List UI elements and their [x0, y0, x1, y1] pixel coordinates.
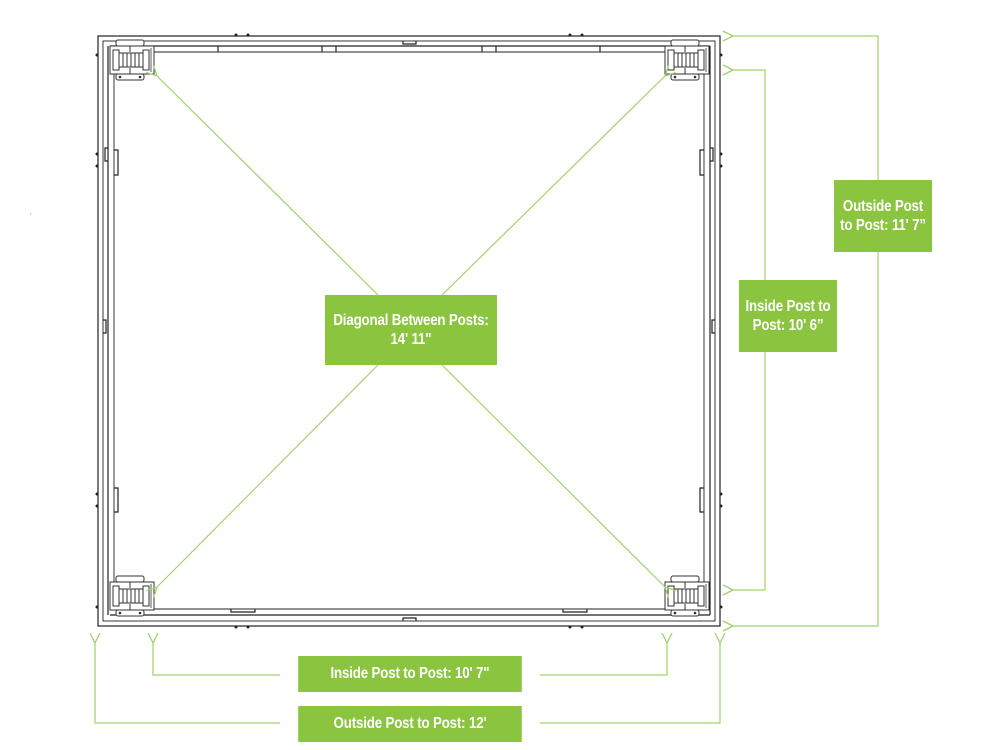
- right-inside-label-line1: Inside Post to: [745, 297, 831, 315]
- stray-mark: ': [30, 212, 32, 221]
- corner-post-bottom-left: [109, 575, 155, 617]
- diagonal-label-line1: Diagonal Between Posts:: [333, 311, 489, 329]
- right-outside-measurement-label: Outside Post to Post: 11' 7”: [833, 180, 933, 252]
- right-outside-label-line1: Outside Post: [842, 197, 924, 215]
- bottom-outside-measurement-label: Outside Post to Post: 12': [298, 706, 522, 742]
- bottom-inside-measurement-label: Inside Post to Post: 10' 7": [298, 656, 522, 692]
- corner-post-top-left: [109, 39, 155, 81]
- bottom-inside-label: Inside Post to Post: 10' 7": [330, 665, 490, 683]
- corner-post-bottom-right: [664, 575, 710, 617]
- right-inside-measurement-label: Inside Post to Post: 10' 6”: [738, 280, 838, 352]
- gazebo-frame: [97, 35, 721, 627]
- corner-post-top-right: [664, 39, 710, 81]
- diagonal-measurement-label: Diagonal Between Posts: 14' 11": [325, 295, 497, 365]
- bottom-dimension-lines: [95, 643, 720, 724]
- right-dimension-lines: [733, 36, 879, 626]
- diagonal-label-line2: 14' 11": [390, 331, 432, 348]
- right-outside-label-line2: to Post: 11' 7”: [840, 217, 926, 234]
- diagonal-dimension-lines: [157, 76, 665, 587]
- bottom-outside-label: Outside Post to Post: 12': [333, 715, 487, 733]
- right-inside-label-line2: Post: 10' 6”: [752, 317, 824, 334]
- bolt-markers: [95, 33, 723, 629]
